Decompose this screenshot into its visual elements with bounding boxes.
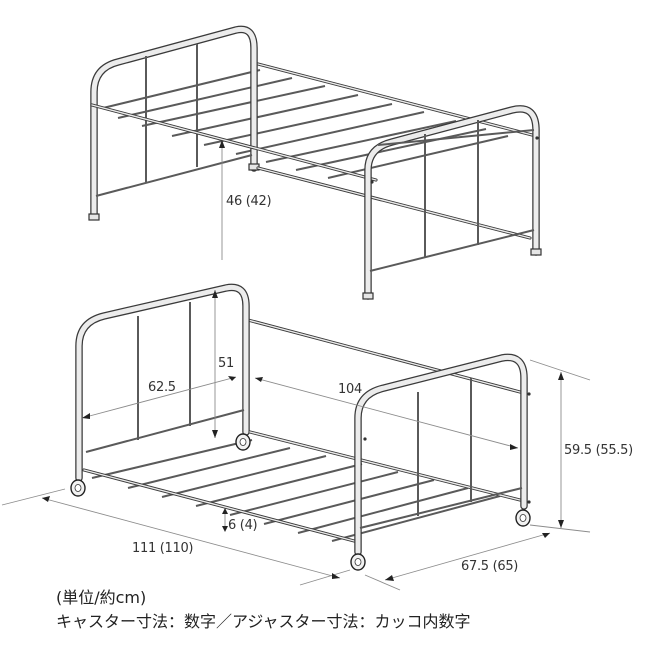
top-footboard bbox=[362, 105, 542, 300]
bottom-lower-front-rail bbox=[82, 468, 360, 544]
dimension-bed-height bbox=[219, 140, 225, 260]
bottom-footboard bbox=[354, 353, 531, 556]
label-inner-length: 104 bbox=[338, 382, 362, 397]
bottom-back-side-rail bbox=[246, 318, 522, 394]
label-bed-height: 46 (42) bbox=[226, 194, 272, 209]
dimension-total-width bbox=[364, 532, 551, 591]
label-total-height: 59.5 (55.5) bbox=[564, 443, 633, 458]
caster-front-right bbox=[350, 553, 366, 571]
top-front-side-rail bbox=[90, 103, 378, 182]
top-headboard bbox=[88, 25, 260, 221]
caster-back-left bbox=[235, 433, 251, 451]
caster-front-left bbox=[70, 479, 86, 497]
caster-back-right bbox=[515, 509, 531, 527]
casters bbox=[70, 433, 531, 571]
caster-adjuster-legend: キャスター寸法：数字／アジャスター寸法：カッコ内数字 bbox=[56, 612, 471, 631]
dimension-floor-clearance bbox=[222, 508, 228, 532]
bottom-lower-back-rail bbox=[248, 430, 522, 502]
label-inner-width: 62.5 bbox=[148, 380, 176, 395]
dimension-total-length bbox=[1, 488, 351, 586]
top-back-side-rail bbox=[256, 62, 538, 138]
top-bed-frame bbox=[88, 25, 542, 300]
bottom-bed-frame bbox=[1, 283, 591, 591]
dimension-headboard-height bbox=[212, 290, 218, 438]
dimension-inner-length bbox=[254, 377, 519, 450]
label-total-length: 111 (110) bbox=[132, 541, 194, 556]
label-total-width: 67.5 (65) bbox=[461, 559, 519, 574]
top-lower-side-rail bbox=[256, 166, 532, 240]
unit-note: (単位/約cm) bbox=[56, 588, 147, 607]
bottom-headboard bbox=[75, 283, 250, 482]
dimension-inner-width bbox=[81, 376, 237, 419]
label-floor-clearance: 6 (4) bbox=[228, 518, 258, 533]
dimension-total-height bbox=[529, 359, 591, 533]
label-headboard-height: 51 bbox=[218, 356, 234, 371]
